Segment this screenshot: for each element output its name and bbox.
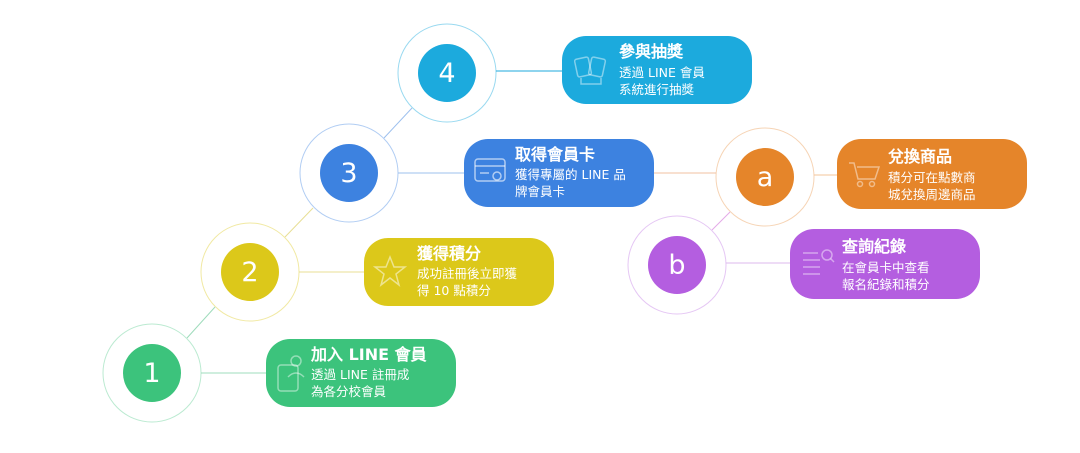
- step-1-circle: 1: [123, 344, 181, 402]
- step-2-number: 2: [241, 256, 259, 288]
- step-3-desc-line2: 牌會員卡: [515, 184, 566, 199]
- step-4-desc-line1: 透過 LINE 會員: [619, 65, 705, 80]
- step-4-number: 4: [438, 57, 456, 89]
- step-1-title: 加入 LINE 會員: [311, 345, 427, 364]
- step-4-circle: 4: [418, 44, 476, 102]
- step-1-desc-line2: 為各分校會員: [311, 384, 387, 399]
- step-2-title: 獲得積分: [417, 244, 482, 263]
- step-1-card: 加入 LINE 會員 透過 LINE 註冊成 為各分校會員: [266, 339, 456, 407]
- step-4-title: 參與抽獎: [619, 42, 684, 61]
- option-a-title: 兌換商品: [888, 147, 953, 166]
- option-b-title: 查詢紀錄: [842, 237, 907, 256]
- option-b-card: 查詢紀錄 在會員卡中查看 報名紀錄和積分: [790, 229, 980, 299]
- lottery-tickets-icon: [574, 52, 608, 88]
- step-3-desc-line1: 獲得專屬的 LINE 品: [515, 167, 626, 182]
- step-1-desc-line1: 透過 LINE 註冊成: [311, 367, 410, 382]
- option-b-letter: b: [668, 249, 686, 281]
- step-4-card: 參與抽獎 透過 LINE 會員 系統進行抽獎: [562, 36, 752, 104]
- step-2-desc-line1: 成功註冊後立即獲: [417, 266, 518, 281]
- search-list-icon: [800, 245, 836, 279]
- step-3-number: 3: [340, 157, 358, 189]
- step-4-desc-line2: 系統進行抽獎: [619, 82, 695, 97]
- option-a-desc-line2: 城兌換周邊商品: [888, 187, 976, 202]
- shopping-cart-icon: [847, 157, 883, 189]
- option-a-letter: a: [756, 161, 774, 193]
- option-a-desc-line1: 積分可在點數商: [888, 170, 976, 185]
- step-3-card: 取得會員卡 獲得專屬的 LINE 品 牌會員卡: [464, 139, 654, 207]
- step-3-title: 取得會員卡: [515, 145, 596, 164]
- step-2-card: 獲得積分 成功註冊後立即獲 得 10 點積分: [364, 238, 554, 306]
- member-card-icon: [473, 157, 509, 187]
- option-b-desc-line2: 報名紀錄和積分: [842, 277, 930, 292]
- option-a-circle: a: [736, 148, 794, 206]
- option-b-circle: b: [648, 236, 706, 294]
- user-card-icon: [276, 353, 306, 393]
- step-2-desc-line2: 得 10 點積分: [417, 283, 491, 298]
- star-icon: [373, 254, 407, 288]
- option-b-desc-line1: 在會員卡中查看: [842, 260, 930, 275]
- option-a-card: 兌換商品 積分可在點數商 城兌換周邊商品: [837, 139, 1027, 209]
- step-1-number: 1: [143, 357, 161, 389]
- step-3-circle: 3: [320, 144, 378, 202]
- step-2-circle: 2: [221, 243, 279, 301]
